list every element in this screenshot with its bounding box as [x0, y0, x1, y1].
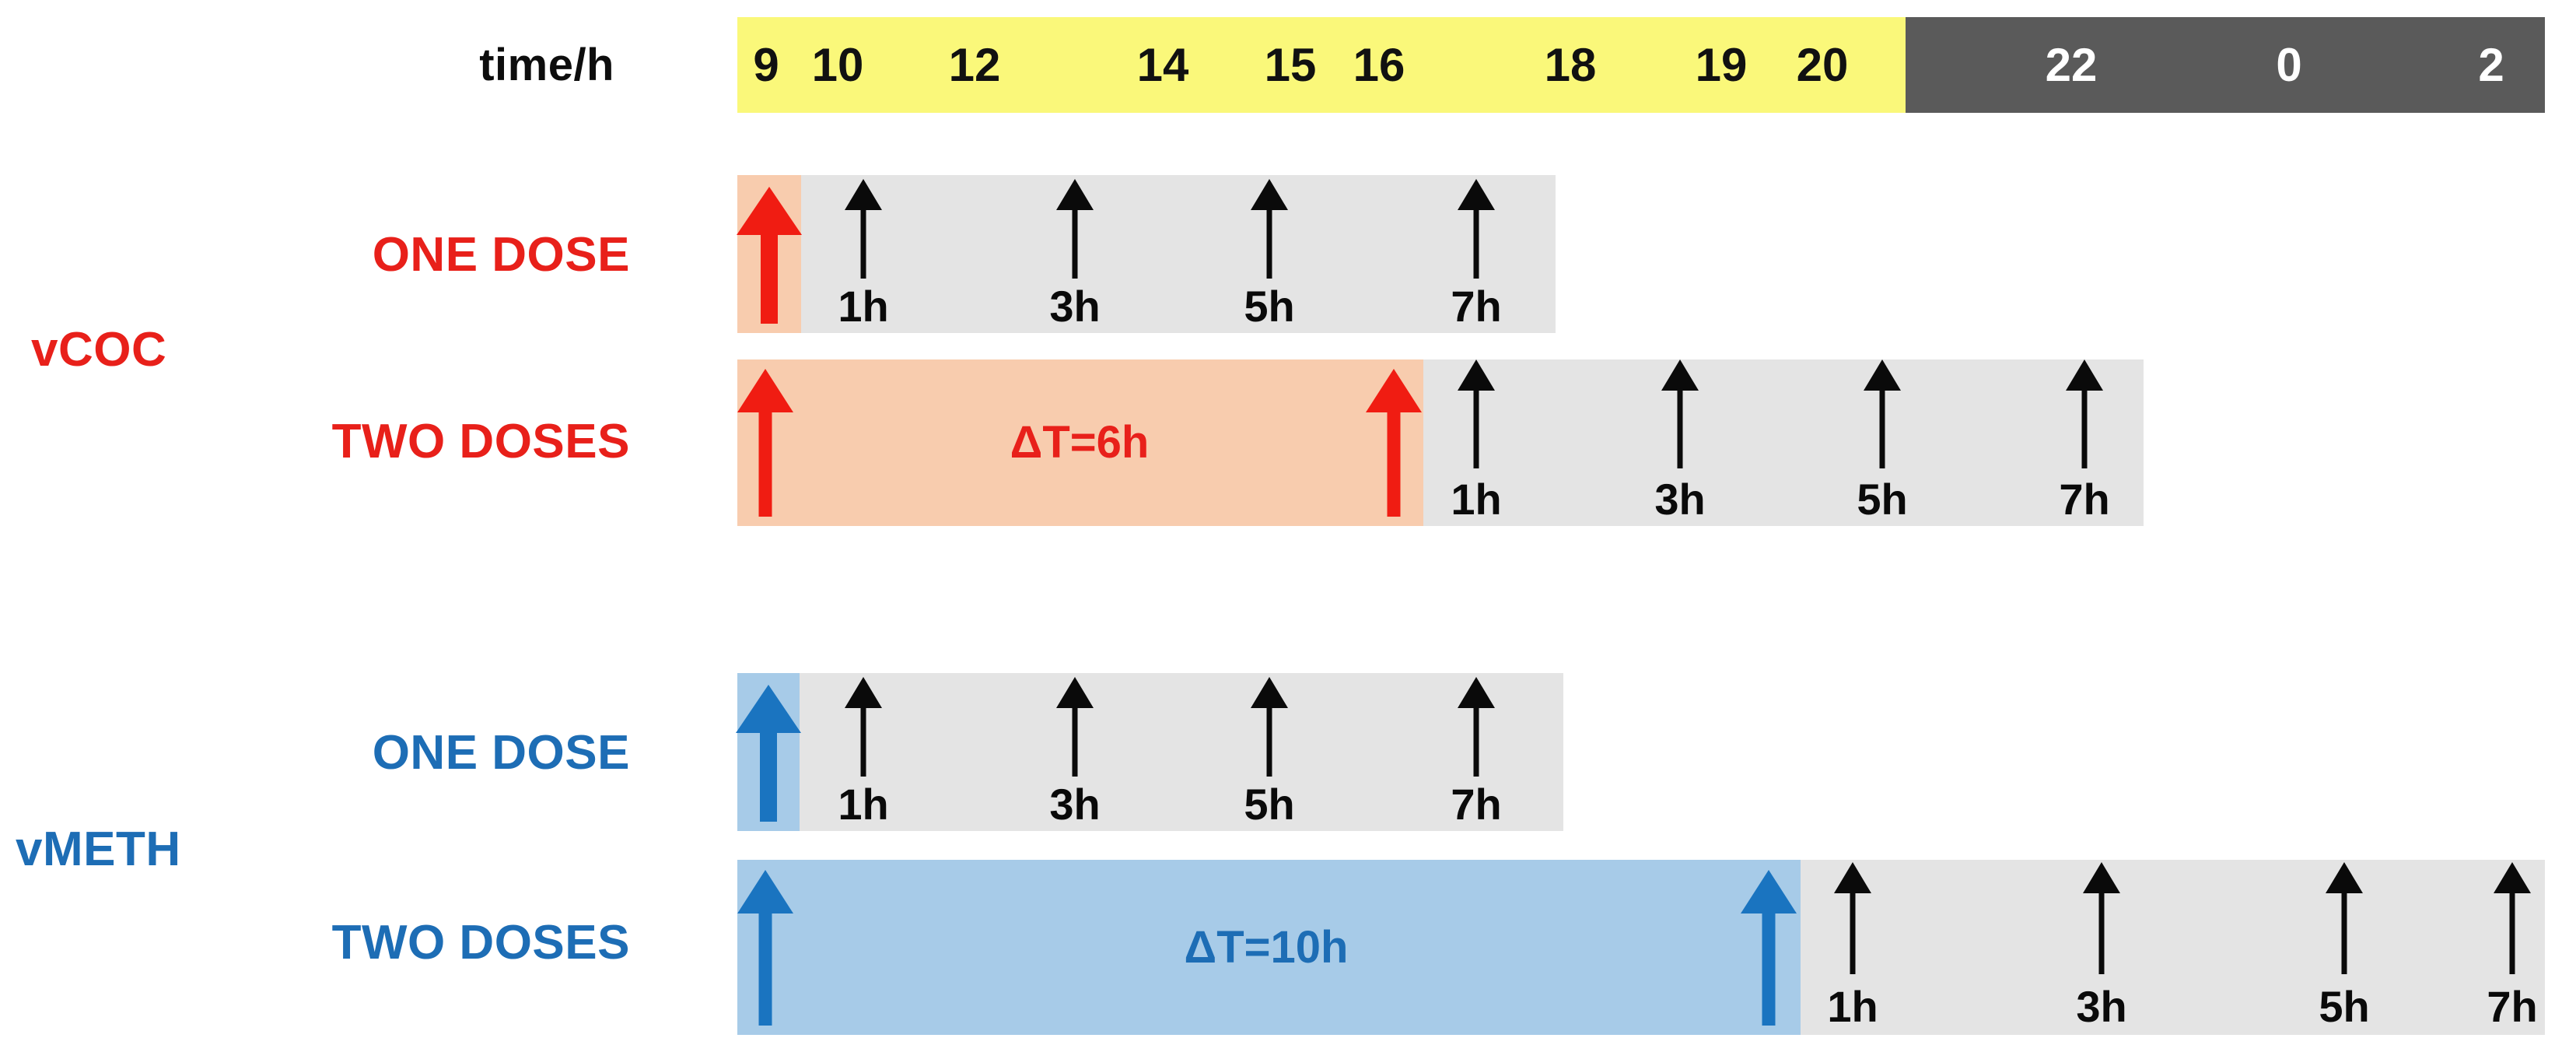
time-tick-22: 22	[2045, 38, 2098, 91]
sampling-label-7h: 7h	[1451, 282, 1502, 331]
time-axis-label: time/h	[479, 40, 614, 90]
sampling-label-5h: 5h	[1244, 282, 1295, 331]
nighttime-segment	[1906, 17, 2545, 113]
sampling-label-3h: 3h	[1049, 780, 1101, 829]
dose-arrow-1	[737, 187, 802, 324]
sampling-window-block	[801, 175, 1556, 333]
sampling-arrow-7h	[1458, 677, 1495, 777]
sampling-label-7h: 7h	[1451, 780, 1502, 829]
interval-label-vcoc: ΔT=6h	[1010, 417, 1150, 468]
sampling-label-3h: 3h	[1049, 282, 1101, 331]
dose-interval-block	[737, 860, 1801, 1035]
timeline-row-vcoc-one-dose: 1h 3h 5h 7h	[737, 175, 1556, 333]
time-tick-9: 9	[753, 38, 779, 91]
sampling-arrow-1h	[1834, 862, 1871, 974]
sampling-arrow-3h	[2083, 862, 2120, 974]
group-label-vcoc: vCOC	[31, 323, 167, 377]
row-label-vcoc-one-dose: ONE DOSE	[372, 228, 630, 282]
time-tick-18: 18	[1544, 38, 1597, 91]
sampling-window-block	[800, 673, 1563, 831]
time-tick-2: 2	[2478, 38, 2504, 91]
sampling-arrow-3h	[1056, 677, 1094, 777]
sampling-label-1h: 1h	[1451, 475, 1502, 524]
sampling-label-1h: 1h	[1827, 982, 1878, 1031]
timeline-row-vmeth-one-dose: 1h 3h 5h 7h	[736, 673, 1563, 831]
dose-arrow-1	[736, 685, 801, 822]
sampling-label-5h: 5h	[1857, 475, 1908, 524]
time-tick-16: 16	[1353, 38, 1405, 91]
interval-label-vmeth: ΔT=10h	[1184, 921, 1349, 973]
row-label-vmeth-two-doses: TWO DOSES	[331, 916, 630, 970]
sampling-label-3h: 3h	[1654, 475, 1706, 524]
sampling-label-5h: 5h	[1244, 780, 1295, 829]
sampling-arrow-1h	[845, 179, 882, 279]
dose-interval-block	[737, 359, 1423, 526]
time-tick-15: 15	[1264, 38, 1317, 91]
sampling-arrow-5h	[1251, 179, 1288, 279]
sampling-arrow-7h	[2494, 862, 2531, 974]
time-axis-bar: 9 10 12 14 15 16 18 19 20 22 0 2	[737, 17, 2545, 113]
sampling-label-7h: 7h	[2059, 475, 2110, 524]
sampling-window-block	[1801, 860, 2545, 1035]
sampling-arrow-3h	[1661, 359, 1699, 468]
timeline-row-vmeth-two-doses: ΔT=10h 1h 3h 5h 7h	[737, 860, 2545, 1035]
dose-arrow-1	[737, 369, 793, 517]
daytime-segment	[737, 17, 1906, 113]
sampling-arrow-5h	[1251, 677, 1288, 777]
sampling-arrow-1h	[1458, 359, 1495, 468]
sampling-arrow-3h	[1056, 179, 1094, 279]
sampling-arrow-7h	[1458, 179, 1495, 279]
sampling-window-block	[1423, 359, 2144, 526]
sampling-label-5h: 5h	[2319, 982, 2370, 1031]
time-tick-10: 10	[811, 38, 864, 91]
sampling-arrow-5h	[1864, 359, 1901, 468]
sampling-arrow-7h	[2066, 359, 2103, 468]
row-label-vcoc-two-doses: TWO DOSES	[331, 415, 630, 468]
sampling-label-3h: 3h	[2076, 982, 2127, 1031]
sampling-arrow-1h	[845, 677, 882, 777]
time-tick-12: 12	[948, 38, 1001, 91]
dose-arrow-2	[1741, 870, 1797, 1026]
row-label-vmeth-one-dose: ONE DOSE	[372, 726, 630, 780]
sampling-label-1h: 1h	[838, 780, 889, 829]
time-tick-14: 14	[1136, 38, 1189, 91]
timeline-row-vcoc-two-doses: ΔT=6h 1h 3h 5h 7h	[737, 359, 2144, 526]
time-tick-19: 19	[1695, 38, 1748, 91]
sampling-label-7h: 7h	[2487, 982, 2538, 1031]
group-label-vmeth: vMETH	[16, 822, 181, 876]
dose-arrow-2	[1366, 369, 1422, 517]
dose-arrow-1	[737, 870, 793, 1026]
time-tick-0: 0	[2276, 38, 2302, 91]
sampling-arrow-5h	[2326, 862, 2363, 974]
time-tick-20: 20	[1796, 38, 1849, 91]
sampling-label-1h: 1h	[838, 282, 889, 331]
